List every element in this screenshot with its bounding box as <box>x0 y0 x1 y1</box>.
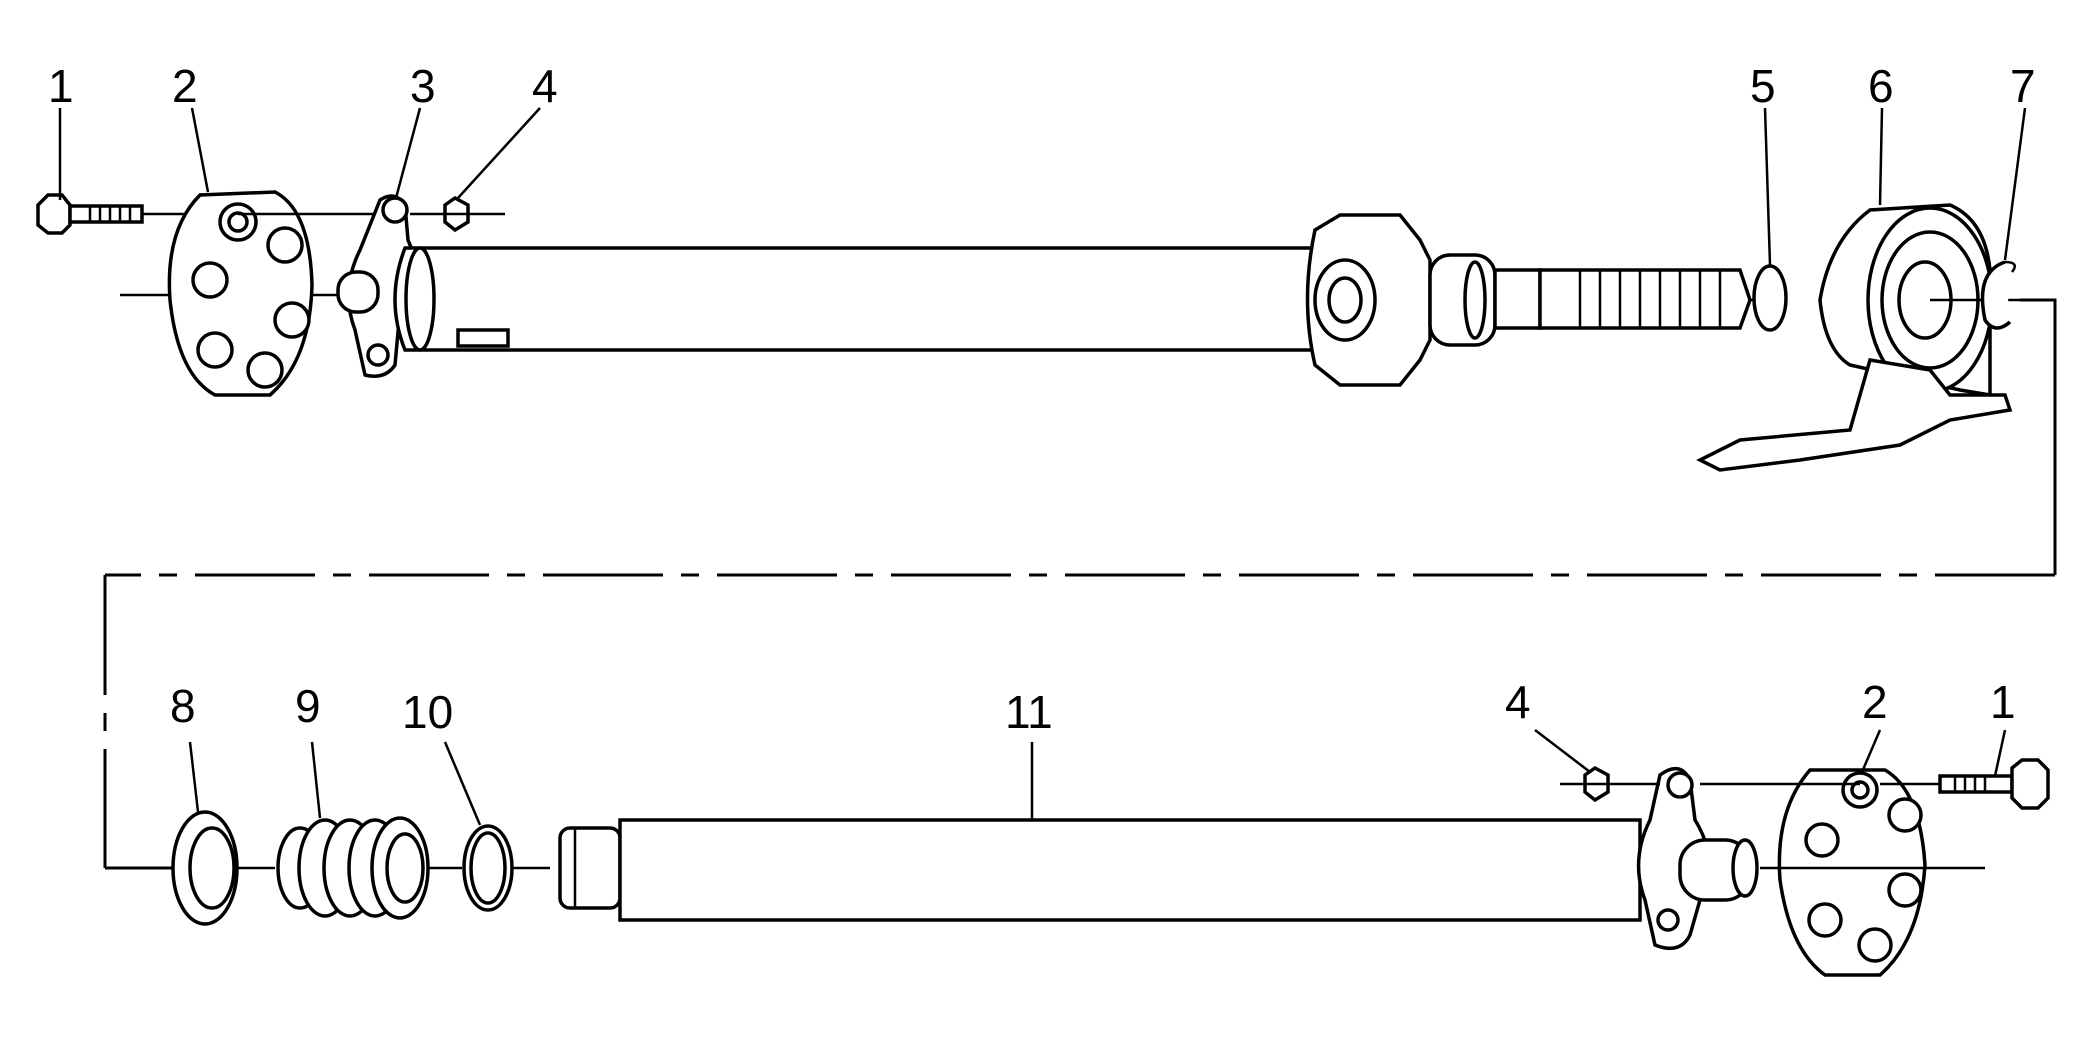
callout-2-bottom: 2 <box>1862 676 1888 728</box>
callout-7: 7 <box>2010 60 2036 112</box>
universal-joint-part <box>1305 213 1775 387</box>
center-bearing-part <box>1696 203 2020 472</box>
callout-11: 11 <box>1005 686 1053 738</box>
clamp-ring-part <box>462 824 550 912</box>
rear-shaft-tube <box>558 818 1642 922</box>
callout-10: 10 <box>402 686 453 738</box>
flex-coupling-part <box>1700 768 1985 977</box>
callout-1: 1 <box>48 60 74 112</box>
flange-yoke-part <box>1636 766 1759 951</box>
callout-4-bottom: 4 <box>1505 676 1531 728</box>
callout-4: 4 <box>532 60 558 112</box>
boot-part <box>276 816 462 920</box>
flange-yoke-part <box>336 194 420 378</box>
bolt-part <box>1880 758 2050 810</box>
flex-coupling-part <box>167 190 380 397</box>
callout-3: 3 <box>410 60 436 112</box>
callout-1-bottom: 1 <box>1990 676 2016 728</box>
o-ring-part <box>1752 264 1788 332</box>
nut-part <box>1560 765 1660 803</box>
callout-6: 6 <box>1868 60 1894 112</box>
snap-ring-part <box>1980 260 2017 330</box>
callout-5: 5 <box>1750 60 1776 112</box>
callout-2: 2 <box>172 60 198 112</box>
leader-lines <box>58 107 2027 826</box>
nut-part <box>410 195 505 233</box>
dust-cap-part <box>171 810 275 926</box>
route-line <box>2020 298 2057 575</box>
front-shaft-tube <box>393 246 1332 352</box>
callout-8: 8 <box>170 680 196 732</box>
callout-9: 9 <box>295 680 321 732</box>
